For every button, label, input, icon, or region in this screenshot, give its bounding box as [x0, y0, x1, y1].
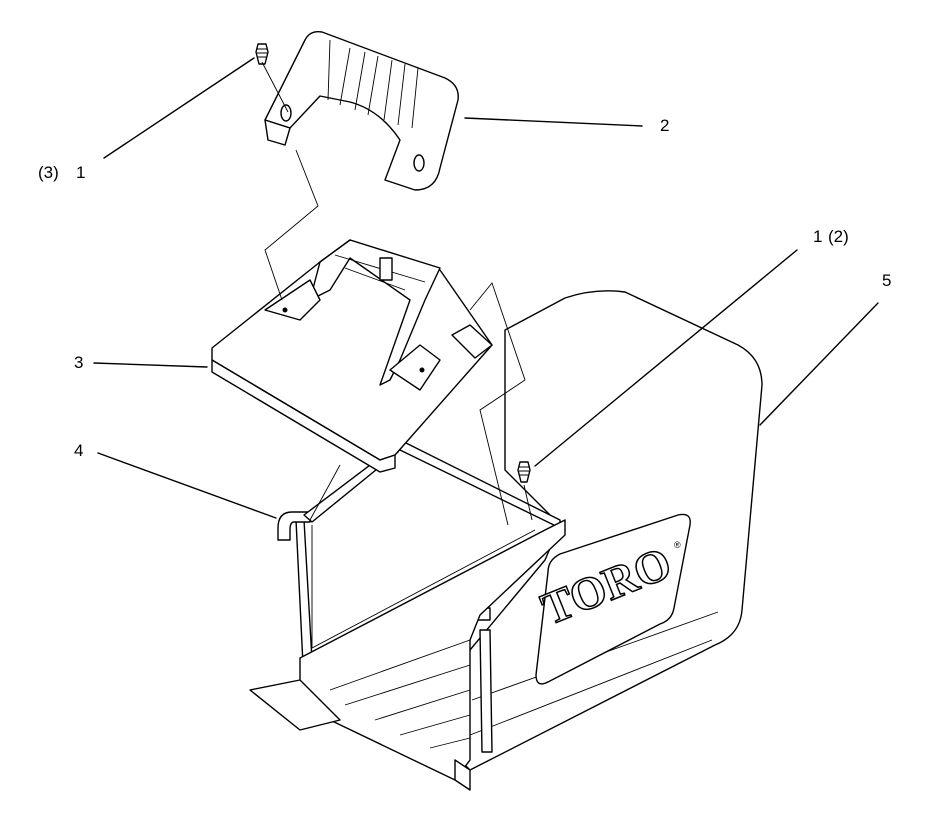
callout-3: 3	[74, 353, 84, 372]
callout-5: 5	[882, 271, 892, 290]
grass-bag-body: TORO ®	[459, 290, 763, 771]
bag-top	[211, 239, 493, 473]
callout-2: 2	[660, 116, 670, 135]
callout-1-top-quantity: (3)	[38, 163, 59, 182]
logo-panel	[535, 513, 691, 685]
callout-4: 4	[74, 441, 84, 460]
callout-1-top: 1	[76, 163, 86, 182]
bag-handle	[264, 30, 459, 191]
callout-1-right: 1	[813, 227, 823, 246]
screw-right	[517, 461, 531, 483]
leader-lines	[93, 57, 879, 519]
registered-mark: ®	[674, 540, 681, 550]
screw-top	[255, 43, 269, 65]
callout-1-right-quantity: (2)	[828, 227, 849, 246]
assembly-lines	[261, 61, 533, 526]
